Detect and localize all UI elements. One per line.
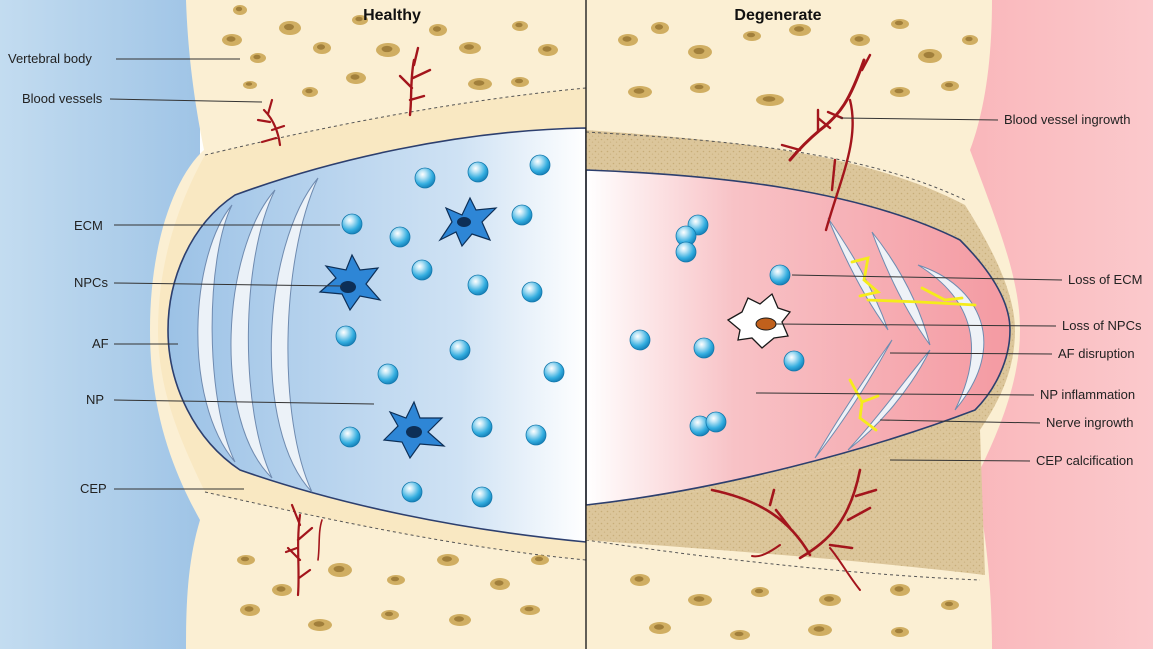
ecm-bead <box>467 161 489 183</box>
af-fragment-1 <box>827 217 889 331</box>
ecm-bead <box>467 274 489 296</box>
ecm-bead <box>705 411 727 433</box>
label-loss-of-npcs: Loss of NPCs <box>1062 318 1142 333</box>
ecm-bead <box>339 426 361 448</box>
af-fragment-4 <box>814 339 893 459</box>
nerve-fibers <box>848 256 977 432</box>
ecm-bead <box>414 167 436 189</box>
ecm-bead <box>335 325 357 347</box>
bone-trabeculae <box>222 5 978 640</box>
degenerate-lower-cep <box>586 430 985 575</box>
npc-cells <box>318 196 792 460</box>
label-af-disruption: AF disruption <box>1058 346 1135 361</box>
label-loss-of-ecm: Loss of ECM <box>1068 272 1142 287</box>
ecm-bead <box>521 281 543 303</box>
ecm-bead <box>341 213 363 235</box>
label-cep: CEP <box>80 481 107 496</box>
ecm-bead <box>377 363 399 385</box>
ecm-bead <box>511 204 533 226</box>
label-npcs: NPCs <box>74 275 108 290</box>
af-fragment-5 <box>847 349 931 451</box>
label-blood-vessel-ingrowth: Blood vessel ingrowth <box>1004 112 1130 127</box>
ecm-bead <box>693 337 715 359</box>
label-af: AF <box>92 336 109 351</box>
af-fragment-2 <box>871 231 931 346</box>
ecm-bead <box>543 361 565 383</box>
healthy-blood-vessels <box>256 46 432 597</box>
label-blood-vessels: Blood vessels <box>22 91 103 106</box>
ecm-bead <box>529 154 551 176</box>
ecm-bead <box>629 329 651 351</box>
degenerate-title: Degenerate <box>734 7 821 24</box>
af-lamella-2 <box>230 189 276 479</box>
ecm-bead <box>525 424 547 446</box>
healthy-panel <box>150 0 586 649</box>
ecm-bead <box>389 226 411 248</box>
label-vertebral-body: Vertebral body <box>8 51 92 66</box>
af-lamella-3 <box>270 177 319 493</box>
ecm-bead <box>769 264 791 286</box>
ecm-bead <box>411 259 433 281</box>
ecm-beads <box>335 154 805 508</box>
label-np-inflammation: NP inflammation <box>1040 387 1135 402</box>
ecm-bead <box>471 416 493 438</box>
ecm-bead <box>675 241 697 263</box>
degenerate-blood-vessels <box>710 53 878 591</box>
label-np: NP <box>86 392 104 407</box>
ecm-bead <box>401 481 423 503</box>
left-labels: Vertebral body Blood vessels ECM NPCs AF… <box>8 51 375 496</box>
ecm-bead <box>471 486 493 508</box>
af-lamella-1 <box>197 204 236 463</box>
ecm-bead <box>449 339 471 361</box>
label-ecm: ECM <box>74 218 103 233</box>
right-labels: Blood vessel ingrowth Loss of ECM Loss o… <box>755 112 1142 468</box>
label-cep-calcification: CEP calcification <box>1036 453 1133 468</box>
label-nerve-ingrowth: Nerve ingrowth <box>1046 415 1133 430</box>
ecm-bead <box>783 350 805 372</box>
healthy-title: Healthy <box>363 7 421 24</box>
